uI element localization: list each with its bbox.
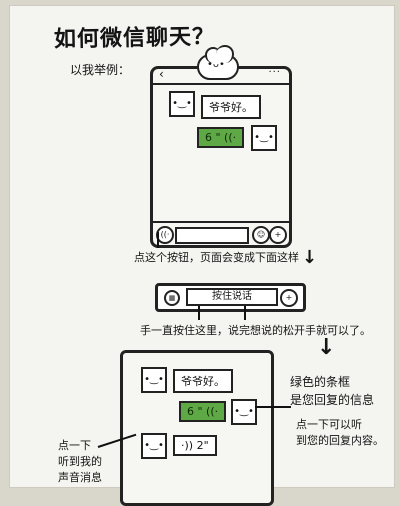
my-avatar: •‿• [251, 125, 277, 151]
contact-avatar: •‿• [141, 433, 167, 459]
phone-top-bar: ‹ ··· [153, 67, 289, 85]
incoming-message-bubble: 爷爷好。 [173, 369, 233, 393]
phone-input-bar: ((· ☺ + [153, 221, 289, 245]
cloud-face: •ᴗ• [207, 59, 225, 70]
menu-dots-icon: ··· [268, 67, 281, 78]
note-tap-listen-2: 到您的回复内容。 [296, 434, 384, 447]
note-tap-listen-1: 点一下可以听 [296, 418, 362, 431]
incoming-message-bubble: 爷爷好。 [201, 95, 261, 119]
arrow-shaft [198, 306, 200, 320]
arrow-shaft [157, 232, 159, 248]
voice-toggle-icon: ((· [156, 226, 174, 244]
phone-mock-2: •‿• 爷爷好。 6 " ((· •‿• •‿• ·)) 2" [120, 350, 274, 506]
outgoing-voice-bubble: 6 " ((· [197, 127, 245, 148]
plus-icon: + [280, 289, 298, 307]
cloud-doodle: •ᴗ• [197, 45, 239, 80]
keyboard-icon: ▦ [164, 290, 180, 306]
note-green-bar-1: 绿色的条框 [290, 375, 351, 389]
incoming-voice-bubble: ·)) 2" [173, 435, 217, 456]
plus-icon: + [269, 226, 287, 244]
outgoing-voice-bubble: 6 " ((· [179, 401, 227, 422]
page-title: 如何微信聊天？ [53, 24, 216, 53]
arrow-shaft [255, 406, 291, 408]
example-label: 以我举例： [70, 63, 131, 77]
note-tap-button: 点这个按钮，页面会变成下面这样 [134, 251, 299, 264]
note-listen-2: 听到我的 [58, 455, 102, 468]
emoji-icon: ☺ [252, 226, 270, 244]
note-press-and-hold: 手一直按住这里，说完想说的松开手就可以了。 [140, 324, 371, 337]
arrow-shaft [244, 306, 246, 320]
hold-to-talk-field: 按住说话 [186, 288, 278, 306]
note-listen-3: 声音消息 [58, 471, 102, 484]
phone-mock: ‹ ··· •‿• 爷爷好。 6 " ((· •‿• ((· ☺ + [150, 66, 292, 248]
arrow-down-icon: ↓ [317, 335, 336, 360]
note-green-bar-2: 是您回复的信息 [290, 393, 375, 407]
contact-avatar: •‿• [169, 91, 195, 117]
my-avatar: •‿• [231, 399, 257, 425]
note-listen-1: 点一下 [58, 439, 91, 452]
hold-to-talk-bar: ▦ 按住说话 + [155, 283, 306, 312]
back-icon: ‹ [159, 67, 164, 81]
message-input-box [175, 227, 249, 244]
contact-avatar: •‿• [141, 367, 167, 393]
arrow-down-icon: ↓ [302, 247, 318, 268]
